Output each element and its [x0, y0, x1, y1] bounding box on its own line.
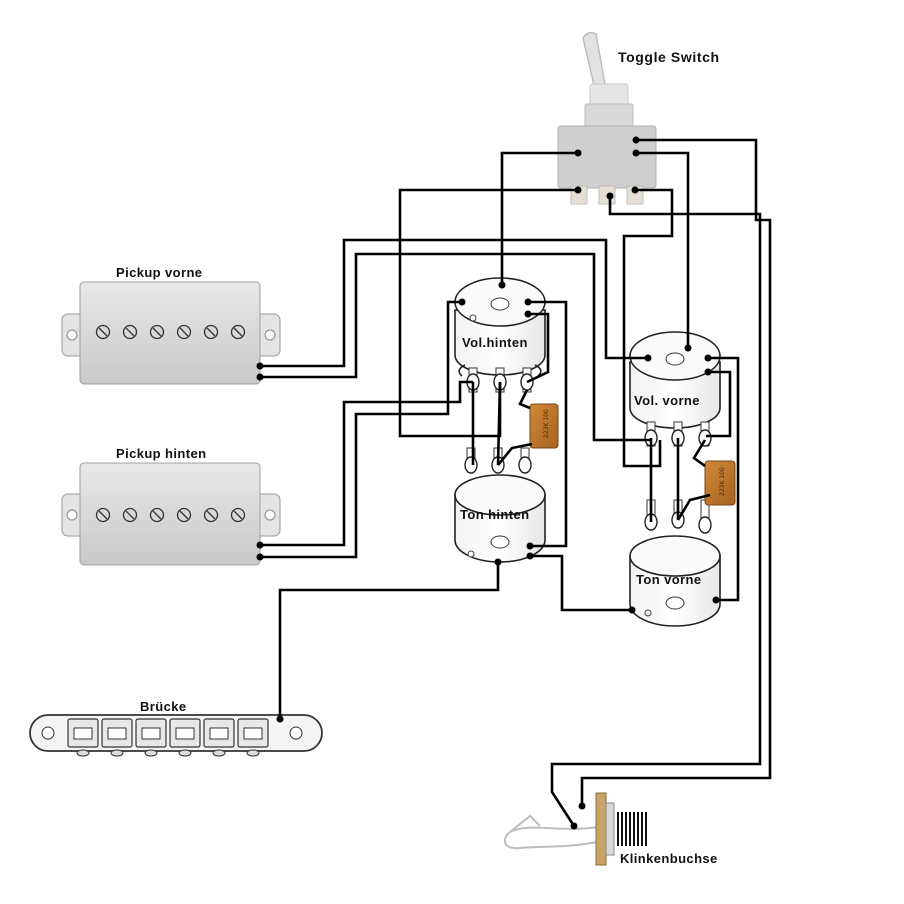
pot-tone-front[interactable]	[629, 499, 721, 627]
wiring	[260, 138, 772, 827]
bridge	[29, 714, 323, 757]
pot-volume-rear[interactable]	[454, 277, 546, 393]
toggle-switch[interactable]	[557, 31, 657, 205]
pot-volume-front[interactable]	[629, 331, 721, 447]
pot-tone-front-label: Ton vorne	[636, 572, 701, 587]
capacitor-rear-text: 223K 100	[543, 409, 550, 438]
capacitor-front: 223K 100	[704, 460, 736, 506]
pickup-rear	[61, 462, 281, 566]
pot-volume-rear-label: Vol.hinten	[462, 335, 528, 350]
pickup-front	[61, 281, 281, 385]
pickup-front-label: Pickup vorne	[116, 265, 202, 280]
capacitor-front-text: 223K 100	[719, 467, 726, 496]
capacitor-rear: 223K 100	[529, 403, 559, 449]
toggle-switch-label: Toggle Switch	[618, 49, 720, 65]
pickup-rear-label: Pickup hinten	[116, 446, 206, 461]
solder-points	[256, 136, 720, 830]
pot-tone-rear-label: Ton hinten	[460, 507, 529, 522]
output-jack[interactable]	[503, 792, 647, 866]
pot-volume-front-label: Vol. vorne	[634, 393, 700, 408]
bridge-label: Brücke	[140, 699, 186, 714]
output-jack-label: Klinkenbuchse	[620, 851, 718, 866]
